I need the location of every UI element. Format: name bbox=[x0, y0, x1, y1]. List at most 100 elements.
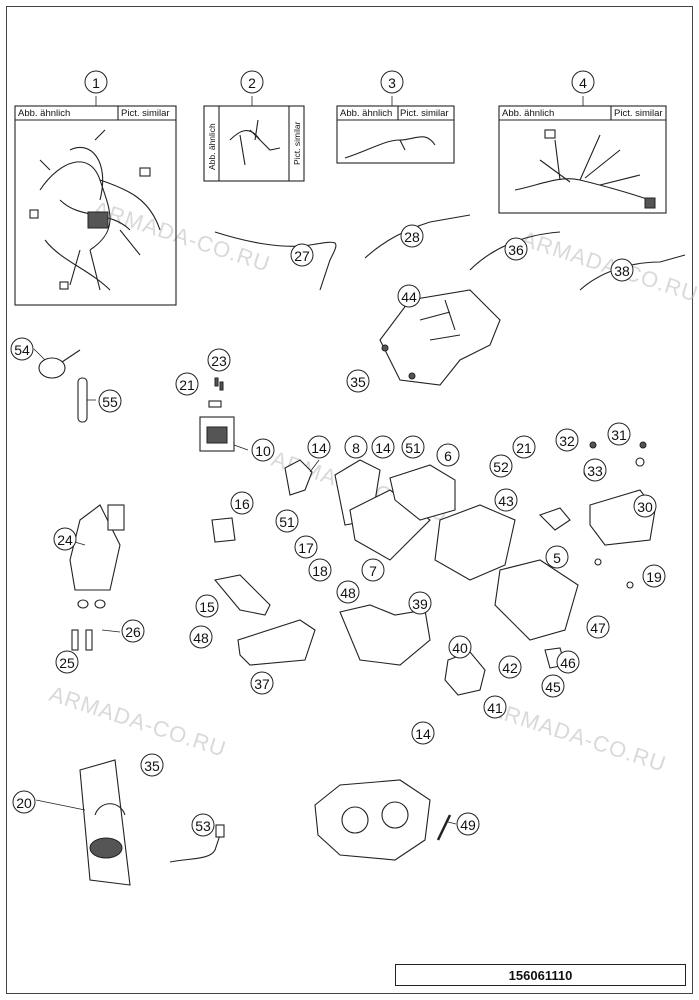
middle-parts bbox=[69, 441, 656, 696]
callout-number: 21 bbox=[179, 377, 195, 393]
callout-23: 23 bbox=[207, 348, 231, 372]
callout-number: 15 bbox=[199, 599, 215, 615]
callout-number: 45 bbox=[545, 679, 561, 695]
callout-number: 8 bbox=[352, 440, 360, 456]
part-20-horn bbox=[79, 759, 131, 886]
callout-31: 31 bbox=[607, 422, 631, 446]
callout-number: 40 bbox=[452, 640, 468, 656]
callout-45: 45 bbox=[541, 674, 565, 698]
watermark: ARMADA-CO.RU bbox=[46, 681, 229, 762]
callout-number: 1 bbox=[92, 75, 100, 91]
callout-number: 23 bbox=[211, 353, 227, 369]
callout-2: 2 bbox=[240, 70, 264, 94]
callout-number: 25 bbox=[59, 655, 75, 671]
callout-number: 5 bbox=[553, 550, 561, 566]
callout-14: 14 bbox=[371, 435, 395, 459]
callout-41: 41 bbox=[483, 695, 507, 719]
callout-48: 48 bbox=[336, 580, 360, 604]
callout-number: 31 bbox=[611, 427, 627, 443]
callout-49: 49 bbox=[456, 812, 480, 836]
callout-number: 14 bbox=[415, 726, 431, 742]
callout-42: 42 bbox=[498, 655, 522, 679]
callout-30: 30 bbox=[633, 494, 657, 518]
callout-40: 40 bbox=[448, 635, 472, 659]
callout-35: 35 bbox=[140, 753, 164, 777]
callout-number: 46 bbox=[560, 655, 576, 671]
callout-38: 38 bbox=[610, 258, 634, 282]
part-53-cable bbox=[169, 824, 225, 863]
callout-36: 36 bbox=[504, 237, 528, 261]
callout-number: 43 bbox=[498, 493, 514, 509]
inset-2-harness: Abb. ähnlich Pict. similar bbox=[203, 105, 305, 182]
callout-number: 41 bbox=[487, 700, 503, 716]
callout-number: 55 bbox=[102, 394, 118, 410]
callout-1: 1 bbox=[84, 70, 108, 94]
part-44-bracket bbox=[379, 289, 501, 386]
throttle-body bbox=[314, 779, 452, 861]
inset-label-similar-de: Abb. ähnlich bbox=[502, 108, 554, 119]
callout-number: 14 bbox=[375, 440, 391, 456]
callout-number: 16 bbox=[234, 496, 250, 512]
callout-55: 55 bbox=[98, 389, 122, 413]
inset-3-cable: Abb. ähnlich Pict. similar bbox=[336, 105, 455, 164]
callout-number: 24 bbox=[57, 532, 73, 548]
callout-number: 42 bbox=[502, 660, 518, 676]
callout-14: 14 bbox=[307, 435, 331, 459]
page-frame bbox=[6, 6, 693, 994]
callout-number: 48 bbox=[340, 585, 356, 601]
callout-number: 6 bbox=[444, 448, 452, 464]
callout-number: 51 bbox=[405, 440, 421, 456]
watermark: ARMADA-CO.RU bbox=[518, 226, 699, 307]
callout-number: 14 bbox=[311, 440, 327, 456]
inset-label-similar-de: Abb. ähnlich bbox=[207, 123, 217, 170]
callout-53: 53 bbox=[191, 813, 215, 837]
callout-15: 15 bbox=[195, 594, 219, 618]
callout-35: 35 bbox=[346, 369, 370, 393]
callout-52: 52 bbox=[489, 454, 513, 478]
callout-25: 25 bbox=[55, 650, 79, 674]
callout-number: 32 bbox=[559, 433, 575, 449]
callout-33: 33 bbox=[583, 458, 607, 482]
callout-number: 7 bbox=[369, 563, 377, 579]
callout-number: 44 bbox=[401, 289, 417, 305]
callout-number: 37 bbox=[254, 676, 270, 692]
part-54-55 bbox=[38, 349, 88, 423]
callout-51: 51 bbox=[401, 435, 425, 459]
callout-27: 27 bbox=[290, 243, 314, 267]
callout-number: 35 bbox=[144, 758, 160, 774]
callout-number: 4 bbox=[579, 75, 587, 91]
inset-label-similar-en: Pict. similar bbox=[121, 108, 170, 119]
inset-label-similar-en: Pict. similar bbox=[292, 121, 302, 165]
callout-5: 5 bbox=[545, 545, 569, 569]
callout-19: 19 bbox=[642, 564, 666, 588]
inset-label-similar-de: Abb. ähnlich bbox=[18, 108, 70, 119]
callout-18: 18 bbox=[308, 558, 332, 582]
watermark: ARMADA-CO.RU bbox=[90, 196, 273, 277]
callout-number: 52 bbox=[493, 459, 509, 475]
callout-number: 19 bbox=[646, 569, 662, 585]
callout-number: 48 bbox=[193, 630, 209, 646]
callout-6: 6 bbox=[436, 443, 460, 467]
catalog-number-box: 156061110 bbox=[395, 964, 686, 986]
callout-number: 20 bbox=[16, 795, 32, 811]
callout-4: 4 bbox=[571, 70, 595, 94]
callout-number: 51 bbox=[279, 514, 295, 530]
part-10-fuse-box bbox=[199, 377, 235, 452]
callout-number: 38 bbox=[614, 263, 630, 279]
inset-label-similar-en: Pict. similar bbox=[400, 108, 449, 119]
inset-1-main-harness: Abb. ähnlich Pict. similar bbox=[14, 105, 177, 306]
callout-43: 43 bbox=[494, 488, 518, 512]
callout-54: 54 bbox=[10, 337, 34, 361]
watermark: ARMADA-CO.RU bbox=[486, 696, 669, 777]
callout-39: 39 bbox=[408, 591, 432, 615]
callout-24: 24 bbox=[53, 527, 77, 551]
callout-26: 26 bbox=[121, 619, 145, 643]
callout-number: 28 bbox=[404, 229, 420, 245]
callout-37: 37 bbox=[250, 671, 274, 695]
callout-number: 49 bbox=[460, 817, 476, 833]
callout-28: 28 bbox=[400, 224, 424, 248]
callout-21: 21 bbox=[512, 435, 536, 459]
callout-14: 14 bbox=[411, 721, 435, 745]
callout-number: 54 bbox=[14, 342, 30, 358]
